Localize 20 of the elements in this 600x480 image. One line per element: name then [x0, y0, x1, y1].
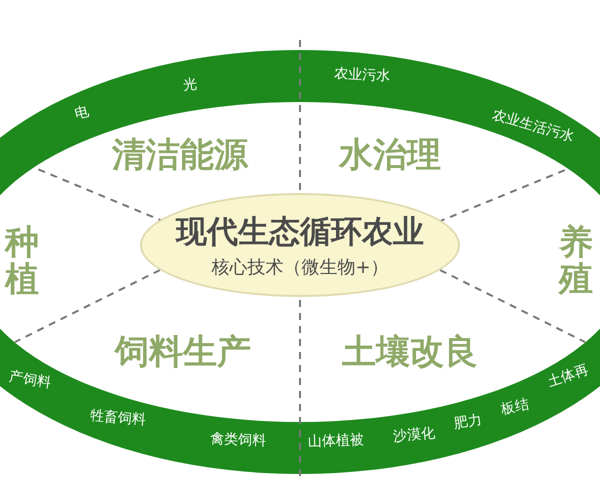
ring-label: 农业污水 [334, 64, 390, 86]
sector-heading: 饲料生产 [115, 331, 251, 374]
sector-heading: 水治理 [339, 134, 441, 177]
sector-heading: 种植 [5, 224, 39, 300]
center-title: 现代生态循环农业 [176, 213, 424, 252]
ring-label: 肥力 [452, 411, 484, 433]
ring-label: 土体再 [545, 360, 591, 392]
ring-label: 光 [182, 75, 198, 95]
ring-label: 产饲料 [8, 368, 52, 392]
sector-heading: 清洁能源 [112, 134, 248, 177]
ring-label: 牲畜饲料 [89, 406, 147, 430]
sector-heading: 养殖 [559, 224, 593, 300]
ring-label: 板结 [499, 395, 531, 419]
ring-label: 禽类饲料 [210, 430, 266, 450]
center-subtitle: 核心技术（微生物+） [211, 256, 389, 279]
ring-label: 山体植被 [308, 431, 364, 451]
ring-label: 沙漠化 [392, 424, 436, 446]
ring-label: 电 [73, 102, 91, 124]
ring-label: 农业生活污水 [490, 106, 576, 146]
sector-heading: 土壤改良 [342, 331, 478, 374]
